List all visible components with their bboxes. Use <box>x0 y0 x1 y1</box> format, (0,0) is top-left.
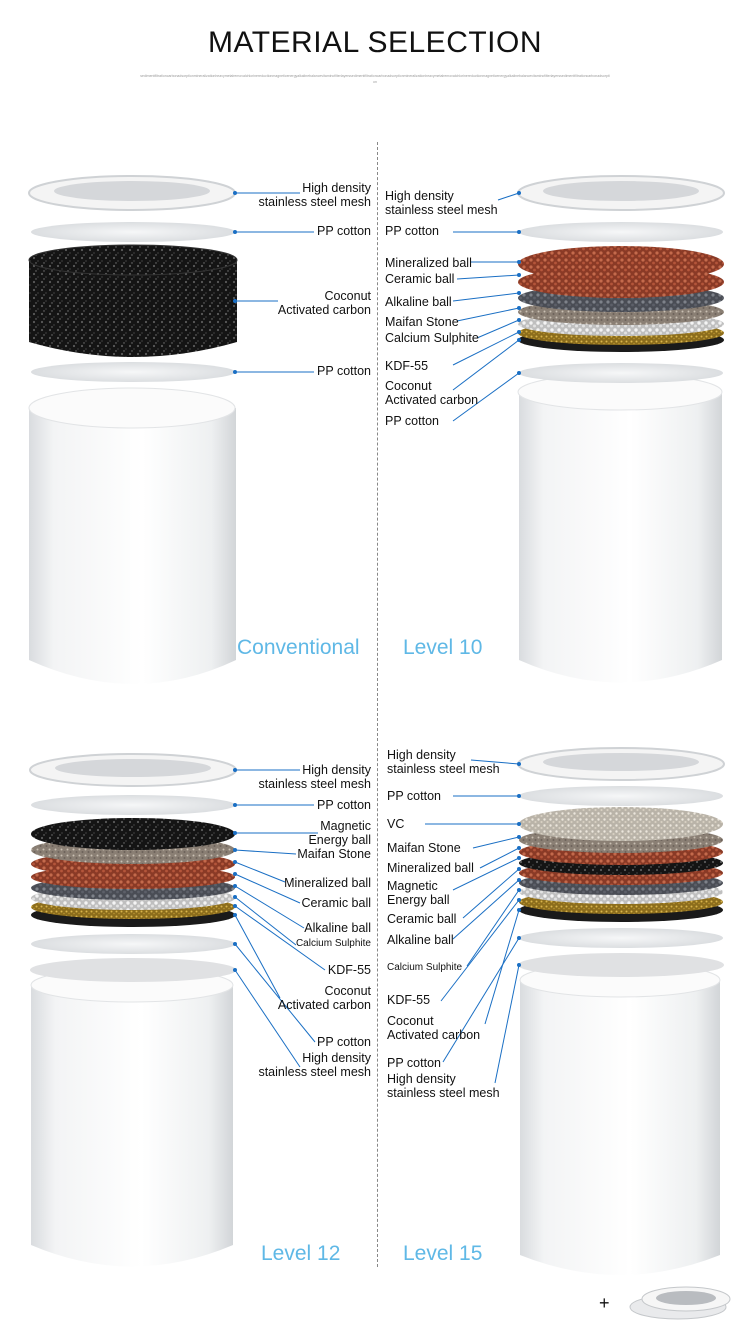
conventional-cartridge-illustration <box>28 175 238 684</box>
label-pp-cotton-bottom: PP cotton <box>317 364 371 378</box>
level10-cartridge-illustration <box>517 175 725 683</box>
label-mesh: High density stainless steel mesh <box>385 189 498 217</box>
page-title: MATERIAL SELECTION <box>207 26 543 59</box>
level12-cartridge-illustration <box>29 753 237 1267</box>
label-ceramic-ball: Ceramic ball <box>301 896 371 910</box>
label-maifan-stone: Maifan Stone <box>387 841 461 855</box>
label-mesh-bottom: High density stainless steel mesh <box>258 1051 371 1079</box>
label-coconut-carbon: Coconut Activated carbon <box>277 289 371 317</box>
label-alkaline-ball: Alkaline ball <box>387 933 454 947</box>
label-pp-cotton-top: PP cotton <box>385 224 439 238</box>
caption-conventional: Conventional <box>237 636 360 659</box>
label-calcium-sulphite: Calcium Sulphite <box>295 938 371 949</box>
label-alkaline-ball: Alkaline ball <box>385 295 452 309</box>
label-mesh-bottom: High density stainless steel mesh <box>387 1072 500 1100</box>
label-pp-cotton-bottom: PP cotton <box>387 1056 441 1070</box>
center-divider <box>377 142 378 1267</box>
label-coconut-carbon: Coconut Activated carbon <box>387 1014 481 1042</box>
label-calcium-sulphite: Calcium Sulphite <box>387 962 463 973</box>
panel-conventional: High density stainless steel mesh PP cot… <box>0 160 375 760</box>
label-kdf-55: KDF-55 <box>385 359 429 373</box>
label-coconut-carbon: Coconut Activated carbon <box>385 379 479 407</box>
label-kdf-55: KDF-55 <box>387 993 431 1007</box>
label-magnetic-energy-ball: Magnetic Energy ball <box>387 879 450 907</box>
label-kdf-55: KDF-55 <box>327 963 371 977</box>
label-pp-cotton-bottom: PP cotton <box>385 414 439 428</box>
caption-level-15: Level 15 <box>403 1242 483 1265</box>
page-subtitle: sedimentfiltrationcarbonadsorptionminera… <box>140 74 610 84</box>
label-mesh: High density stainless steel mesh <box>258 181 371 209</box>
label-mineralized-ball: Mineralized ball <box>385 256 472 270</box>
caption-level-10: Level 10 <box>403 636 483 659</box>
panel-level-10: High density stainless steel mesh PP cot… <box>375 160 750 760</box>
label-mineralized-ball: Mineralized ball <box>387 861 474 875</box>
label-pp-cotton-top: PP cotton <box>317 224 371 238</box>
label-calcium-sulphite: Calcium Sulphite <box>385 331 479 345</box>
level15-cartridge-illustration <box>517 747 725 1275</box>
label-ceramic-ball: Ceramic ball <box>387 912 457 926</box>
plus-sign: + <box>599 1293 610 1313</box>
panel-level-15: High density stainless steel mesh PP cot… <box>375 740 750 1340</box>
label-maifan-stone: Maifan Stone <box>385 315 459 329</box>
label-ceramic-ball: Ceramic ball <box>385 272 455 286</box>
label-vc: VC <box>387 817 405 831</box>
label-maifan-stone: Maifan Stone <box>297 847 371 861</box>
caption-level-12: Level 12 <box>261 1242 341 1265</box>
label-magnetic-energy-ball: Magnetic Energy ball <box>308 819 371 847</box>
label-mesh-top: High density stainless steel mesh <box>258 763 371 791</box>
label-coconut-carbon: Coconut Activated carbon <box>277 984 371 1012</box>
label-alkaline-ball: Alkaline ball <box>304 921 371 935</box>
label-pp-cotton-top: PP cotton <box>387 789 441 803</box>
label-pp-cotton-bottom: PP cotton <box>317 1035 371 1049</box>
label-pp-cotton-top: PP cotton <box>317 798 371 812</box>
label-mesh-top: High density stainless steel mesh <box>387 748 500 776</box>
accessory-mesh-disc-icon <box>629 1286 731 1320</box>
label-mineralized-ball: Mineralized ball <box>284 876 371 890</box>
panel-level-12: High density stainless steel mesh PP cot… <box>0 740 375 1340</box>
